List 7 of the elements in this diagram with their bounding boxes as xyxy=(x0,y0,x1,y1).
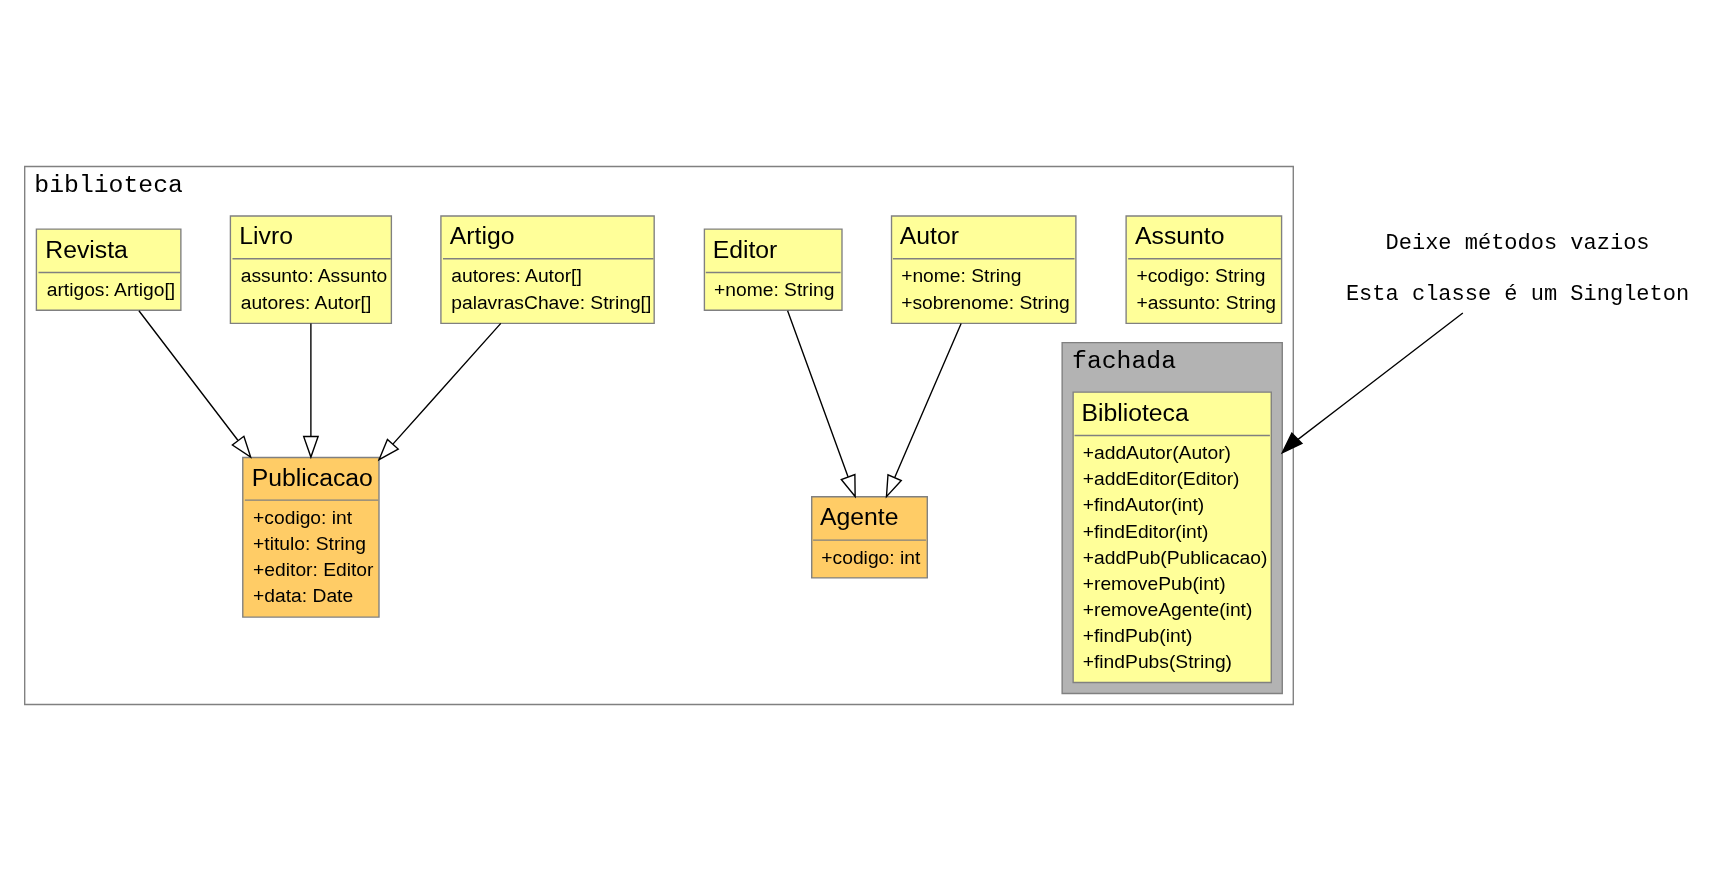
node-text: Deixe métodos vazios Esta classe é um Singleton xyxy=(1345,230,1690,307)
arrow xyxy=(302,322,320,459)
arrow xyxy=(138,309,252,459)
arrow xyxy=(885,322,962,499)
arrow xyxy=(1280,311,1464,454)
arrow xyxy=(377,322,502,461)
arrow xyxy=(786,309,856,498)
